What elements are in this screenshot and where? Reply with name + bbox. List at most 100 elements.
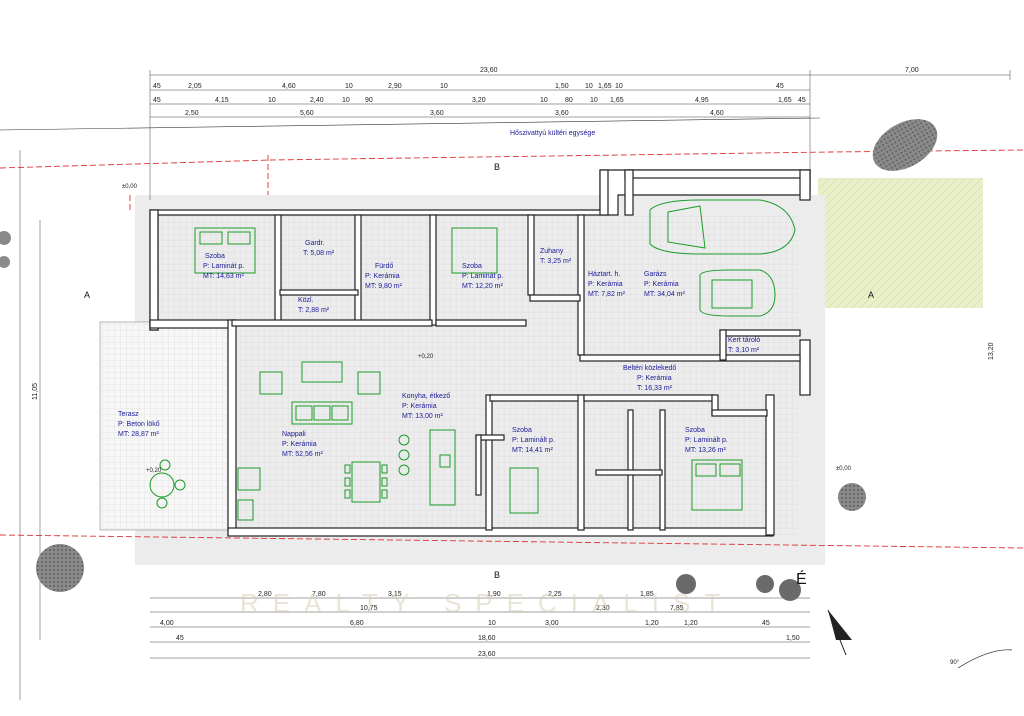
dim-bottom-3: 4,00 6,80 10 3,00 1,20 1,20 45 (160, 620, 770, 627)
svg-text:MT: 13,26 m²: MT: 13,26 m² (685, 447, 727, 454)
svg-text:P: Laminált p.: P: Laminált p. (512, 437, 555, 444)
angle-label: 90° (950, 660, 960, 666)
dimension-lines-top (149, 70, 1011, 200)
dim-row-4: 2,50 5,60 3,60 3,60 4,60 (185, 110, 724, 117)
room-label-garazs: Garázs P: Kerámia MT: 34,04 m² (644, 271, 686, 298)
room-label-szoba-3: Szoba P: Laminált p. MT: 14,41 m² (512, 427, 555, 454)
svg-text:T: 16,33 m²: T: 16,33 m² (637, 385, 673, 392)
svg-text:45: 45 (176, 635, 184, 642)
svg-text:1,65: 1,65 (598, 83, 612, 90)
svg-text:P: Laminált p.: P: Laminált p. (685, 437, 728, 444)
svg-text:90: 90 (365, 97, 373, 104)
svg-text:2,25: 2,25 (548, 591, 562, 598)
svg-text:T: 2,88 m²: T: 2,88 m² (298, 307, 330, 314)
dim-row-3: 45 4,15 10 2,40 10 90 3,20 10 80 10 1,65… (153, 97, 806, 104)
svg-text:2,80: 2,80 (258, 591, 272, 598)
svg-text:5,60: 5,60 (300, 110, 314, 117)
svg-text:7,85: 7,85 (670, 605, 684, 612)
svg-text:MT: 9,80 m²: MT: 9,80 m² (365, 283, 403, 290)
dim-bottom-overall: 23,60 (478, 651, 496, 658)
room-label-haztart: Háztart. h. P: Kerámia MT: 7,82 m² (588, 271, 626, 298)
svg-text:45: 45 (153, 97, 161, 104)
svg-text:Gardr.: Gardr. (305, 240, 325, 247)
room-label-kozl: Közl. T: 2,88 m² (298, 297, 330, 314)
svg-text:3,00: 3,00 (545, 620, 559, 627)
furniture (149, 199, 796, 521)
level-marker-zero: ±0,00 (122, 184, 138, 190)
room-label-belteri: Beltéri közlekedő P: Kerámia T: 16,33 m² (623, 365, 676, 392)
north-arrow-icon (827, 609, 852, 656)
room-label-zuhany: Zuhany T: 3,25 m² (540, 248, 572, 265)
svg-text:2,05: 2,05 (188, 83, 202, 90)
svg-text:T: 3,25 m²: T: 3,25 m² (540, 258, 572, 265)
svg-text:Garázs: Garázs (644, 271, 667, 278)
svg-text:2,90: 2,90 (388, 83, 402, 90)
svg-text:Kert tároló: Kert tároló (728, 337, 760, 344)
garden-area (818, 178, 983, 308)
svg-text:P: Beton lökő: P: Beton lökő (118, 421, 160, 428)
room-label-furdo: Fürdő P: Kerámia MT: 9,80 m² (365, 263, 403, 290)
svg-text:Fürdő: Fürdő (375, 263, 393, 270)
svg-text:3,15: 3,15 (388, 591, 402, 598)
svg-text:1,20: 1,20 (645, 620, 659, 627)
svg-text:45: 45 (153, 83, 161, 90)
dimension-lines-bottom (150, 597, 810, 659)
dim-bottom-4: 45 18,60 1,50 (176, 635, 800, 642)
angle-arc (957, 649, 1013, 669)
room-label-kert-tarolo: Kert tároló T: 3,10 m² (728, 337, 760, 354)
svg-text:T: 3,10 m²: T: 3,10 m² (728, 347, 760, 354)
svg-text:7,80: 7,80 (312, 591, 326, 598)
svg-text:MT: 12,20 m²: MT: 12,20 m² (462, 283, 504, 290)
dim-row-2: 45 2,05 4,60 10 2,90 10 1,50 10 1,65 10 … (153, 83, 784, 90)
svg-text:MT: 7,82 m²: MT: 7,82 m² (588, 291, 626, 298)
svg-text:10: 10 (540, 97, 548, 104)
svg-text:45: 45 (798, 97, 806, 104)
svg-text:10: 10 (590, 97, 598, 104)
svg-text:4,60: 4,60 (282, 83, 296, 90)
svg-text:10: 10 (342, 97, 350, 104)
room-label-szoba-1: Szoba P: Laminát p. MT: 14,63 m² (203, 253, 245, 280)
heat-pump-note: Hőszivattyú kültéri egysége (510, 130, 595, 137)
svg-text:3,20: 3,20 (472, 97, 486, 104)
svg-text:MT: 14,63 m²: MT: 14,63 m² (203, 273, 245, 280)
section-b-bottom: B (494, 570, 500, 580)
north-label: É (796, 569, 807, 588)
svg-text:1,20: 1,20 (684, 620, 698, 627)
svg-text:18,60: 18,60 (478, 635, 496, 642)
svg-text:MT: 14,41 m²: MT: 14,41 m² (512, 447, 554, 454)
room-label-gardrob: Gardr. T: 5,08 m² (303, 240, 335, 257)
svg-text:6,80: 6,80 (350, 620, 364, 627)
room-label-konyha: Konyha, étkező P: Kerámia MT: 13,00 m² (402, 393, 450, 420)
svg-text:10: 10 (585, 83, 593, 90)
svg-text:1,65: 1,65 (610, 97, 624, 104)
svg-text:1,50: 1,50 (786, 635, 800, 642)
dim-top-right: 7,00 (905, 67, 919, 74)
svg-text:MT: 52,56 m²: MT: 52,56 m² (282, 451, 324, 458)
svg-text:1,50: 1,50 (555, 83, 569, 90)
svg-text:4,15: 4,15 (215, 97, 229, 104)
svg-text:Közl.: Közl. (298, 297, 314, 304)
section-a-right: A (868, 290, 874, 300)
svg-text:P: Kerámia: P: Kerámia (282, 441, 317, 448)
svg-text:P: Kerámia: P: Kerámia (402, 403, 437, 410)
svg-text:2,30: 2,30 (596, 605, 610, 612)
svg-text:2,40: 2,40 (310, 97, 324, 104)
dim-left-total: 11,05 (32, 383, 39, 400)
svg-text:P: Kerámia: P: Kerámia (644, 281, 679, 288)
svg-text:MT: 13,00 m²: MT: 13,00 m² (402, 413, 444, 420)
svg-text:10: 10 (440, 83, 448, 90)
svg-text:4,95: 4,95 (695, 97, 709, 104)
trees (0, 119, 938, 601)
svg-text:Szoba: Szoba (685, 427, 705, 434)
svg-text:Szoba: Szoba (512, 427, 532, 434)
svg-text:Szoba: Szoba (205, 253, 225, 260)
room-label-szoba-4: Szoba P: Laminált p. MT: 13,26 m² (685, 427, 728, 454)
level-marker-terrace: +0,20 (146, 468, 162, 474)
svg-text:80: 80 (565, 97, 573, 104)
dim-bottom-1: 2,80 7,80 3,15 1,90 2,25 1,85 (258, 591, 654, 598)
svg-text:Szoba: Szoba (462, 263, 482, 270)
svg-text:45: 45 (762, 620, 770, 627)
room-label-terasz: Terasz P: Beton lökő MT: 28,87 m² (118, 411, 160, 438)
svg-text:10: 10 (615, 83, 623, 90)
dim-top-overall: 23,60 (480, 67, 498, 74)
